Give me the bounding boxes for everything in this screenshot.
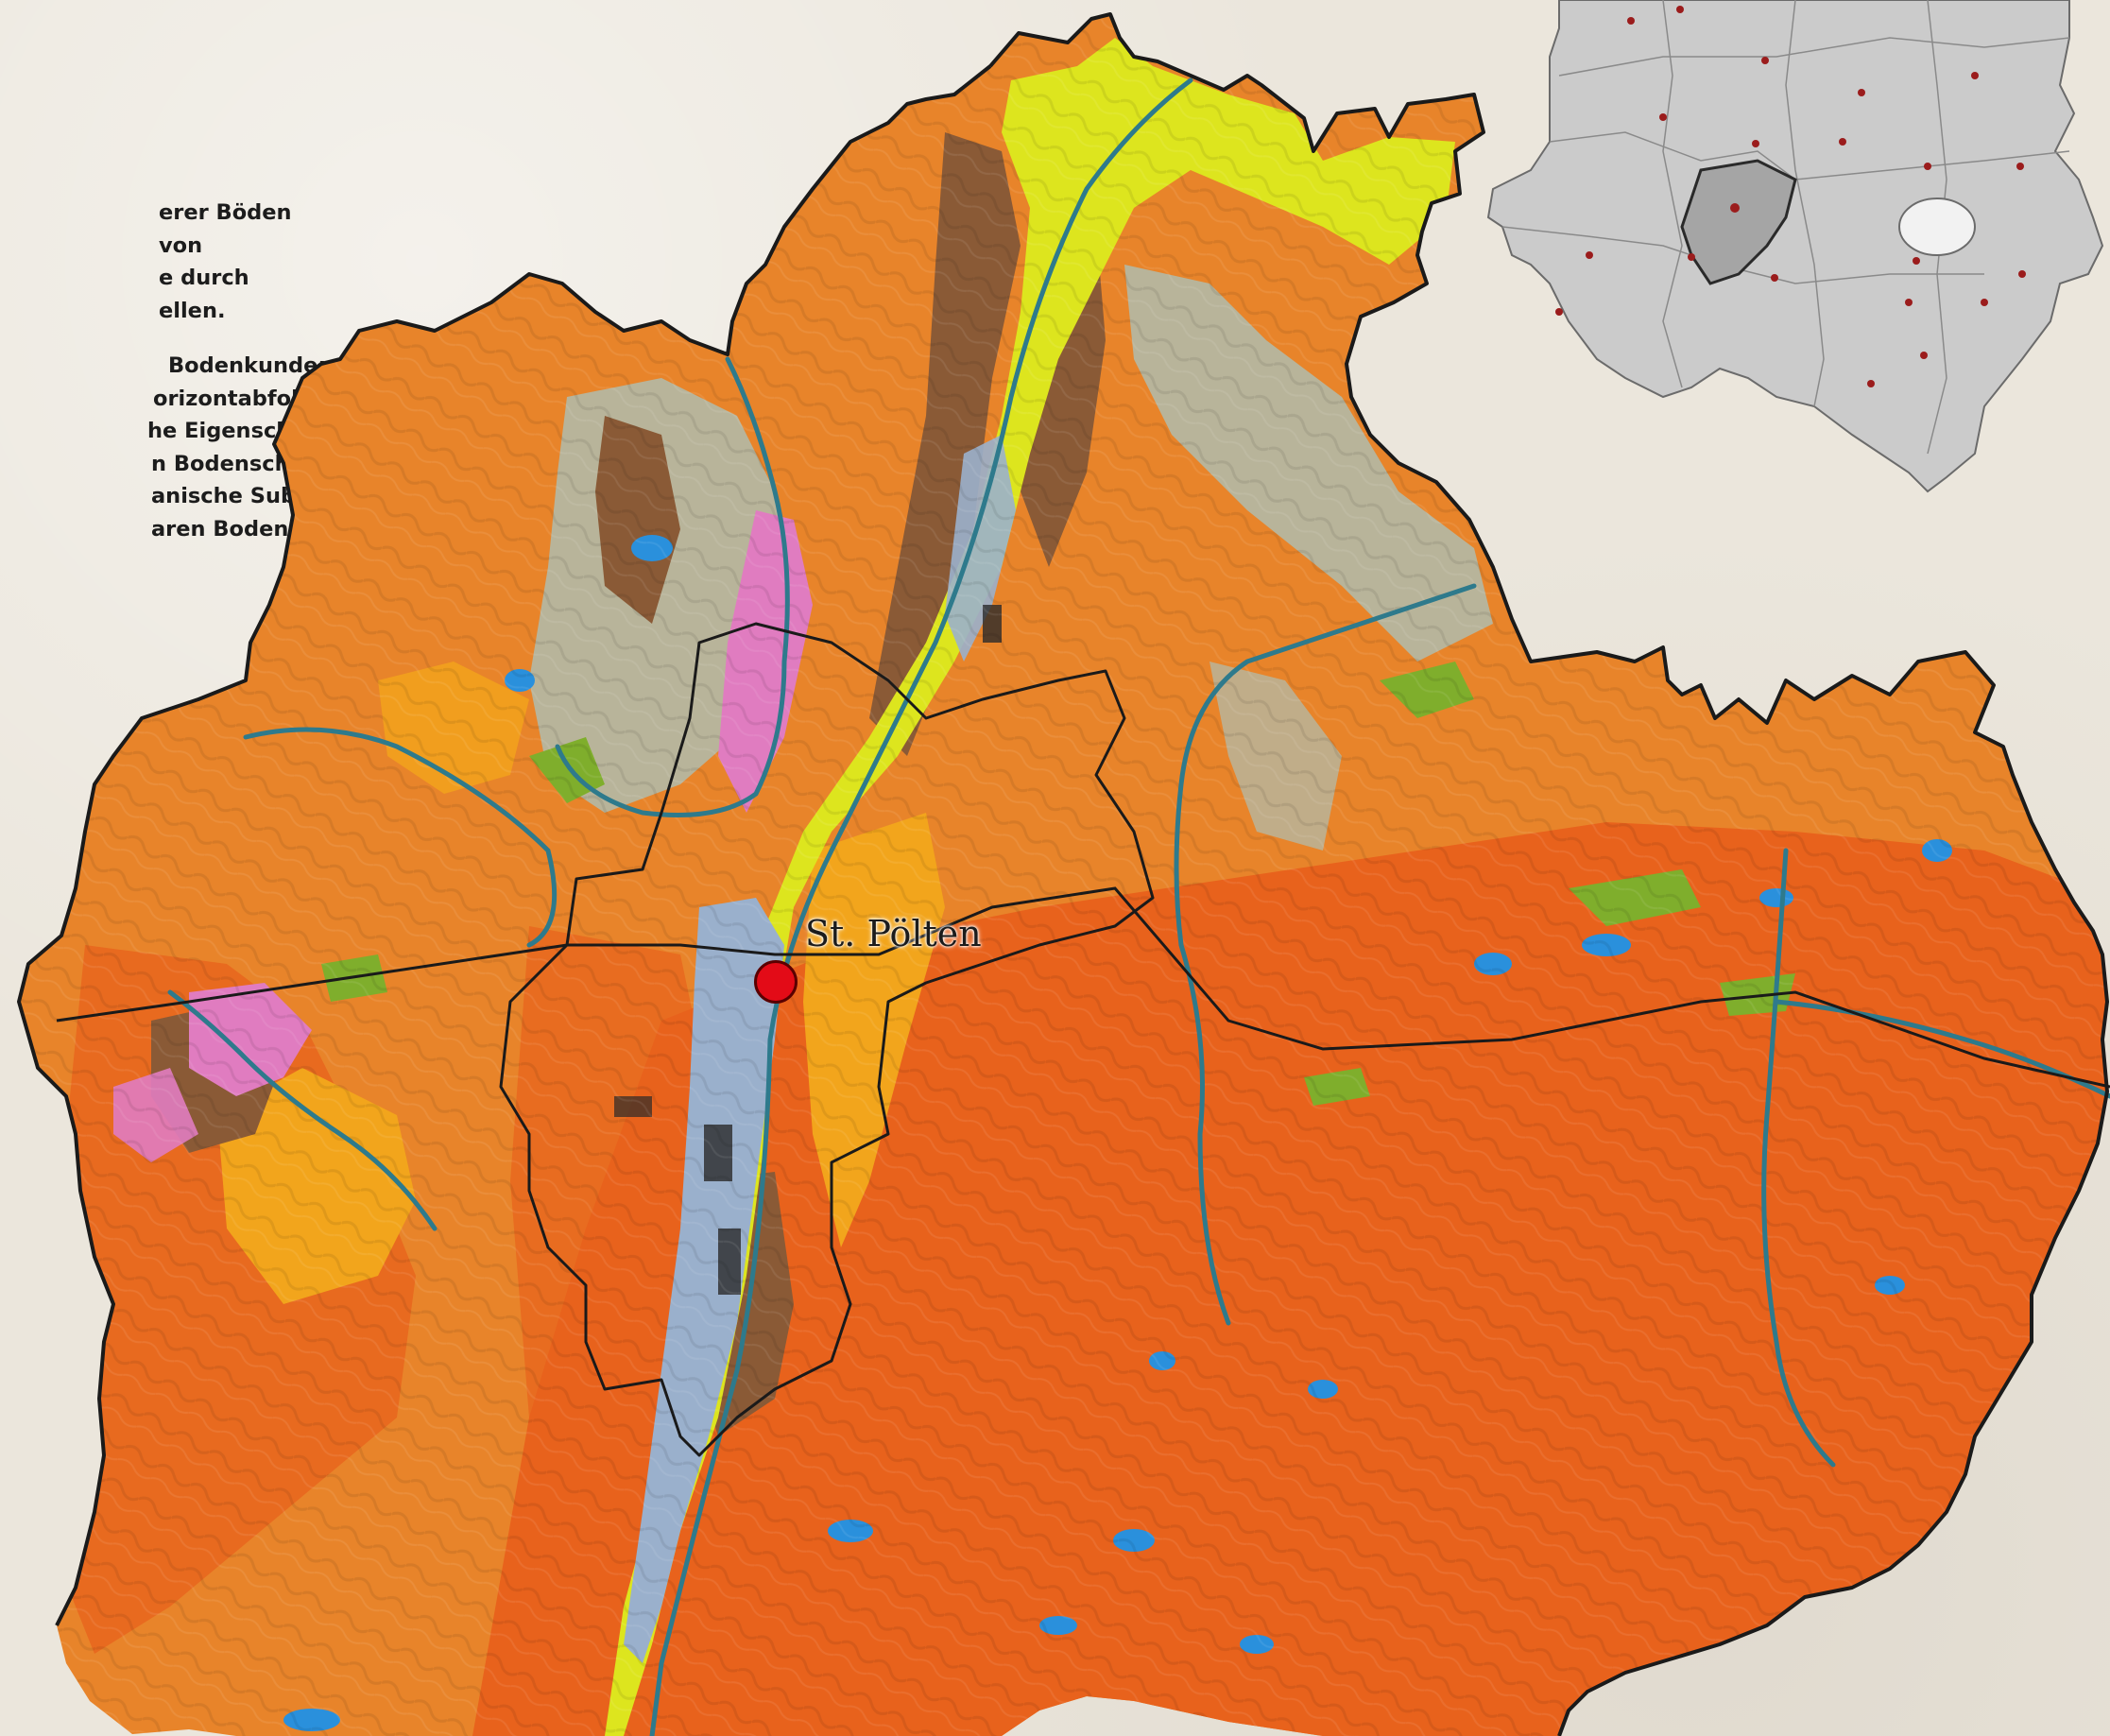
text-line: erer Böden xyxy=(159,200,292,225)
region-outline xyxy=(17,12,2109,1736)
river-tributary-east xyxy=(1174,583,1477,1326)
city-label: St. Pölten xyxy=(805,913,982,954)
text-line: e durch xyxy=(159,266,249,290)
overview-city-dots xyxy=(1555,6,2026,387)
river-tributary-southeast xyxy=(1774,999,2110,1099)
river-tributary-north xyxy=(555,356,790,817)
overview-state xyxy=(1486,0,2104,493)
river-traisen xyxy=(649,77,1193,1736)
text-line: ellen. xyxy=(159,298,226,323)
main-road xyxy=(56,886,2110,1089)
overview-vienna xyxy=(1898,198,1976,256)
text-line: von xyxy=(159,232,203,258)
rivers xyxy=(167,77,2110,1736)
city-marker xyxy=(754,960,798,1004)
river-tributary-far-east xyxy=(1761,848,1836,1468)
overview-highlighted-district xyxy=(1680,159,1797,285)
river-tributary-west xyxy=(243,727,558,948)
description-text: erer Böden von e durch ellen. Bodenkunde… xyxy=(0,197,403,545)
overview-district-lines xyxy=(1501,0,2070,455)
city-boundary xyxy=(499,622,1155,1457)
river-tributary-southwest xyxy=(167,989,437,1231)
